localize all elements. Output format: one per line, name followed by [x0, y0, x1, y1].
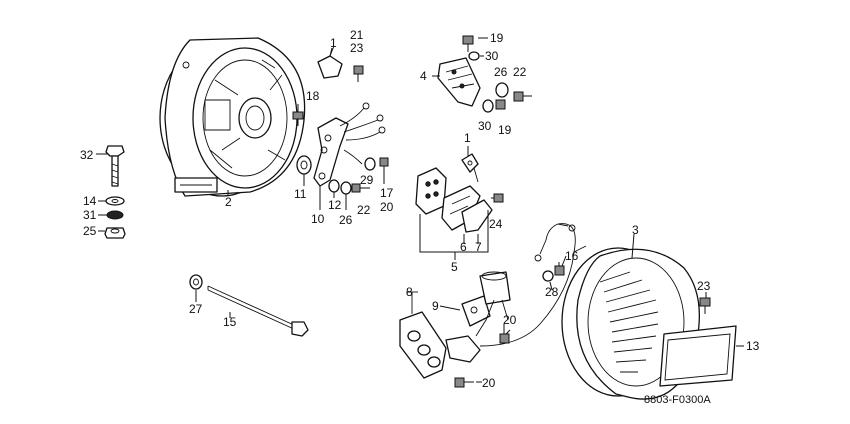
callout-3: 3 [632, 223, 639, 237]
bolt-part-20-bottom [454, 377, 474, 388]
callout-6: 6 [460, 240, 467, 254]
clip-part-1-top [317, 45, 364, 82]
callout-9: 9 [432, 299, 439, 313]
bolt-part-23-right [699, 297, 711, 314]
callout-16: 16 [565, 249, 579, 263]
callout-1-mid: 1 [464, 131, 471, 145]
bolt-part-20-mid [499, 324, 510, 344]
callout-15: 15 [223, 315, 237, 329]
callout-32: 32 [80, 148, 94, 162]
clip-part-1-mid [461, 153, 479, 173]
nut-part-25 [104, 227, 126, 239]
callout-27: 27 [189, 302, 203, 316]
callout-13: 13 [746, 339, 760, 353]
bolt-part-32 [105, 145, 125, 187]
callout-7: 7 [475, 240, 482, 254]
washers-12-26-screw-22 [328, 157, 389, 195]
callout-17: 17 [380, 186, 394, 200]
diagram-code: 8803-F0300A [644, 394, 711, 406]
callout-labels: 1 21 23 18 32 14 31 25 2 11 10 12 26 22 … [80, 28, 760, 390]
callout-22-right: 22 [513, 65, 527, 79]
washer-part-11 [296, 155, 312, 175]
callout-29: 29 [360, 173, 374, 187]
callout-8: 8 [406, 285, 413, 299]
callout-26-left: 26 [339, 213, 353, 227]
bracket-group-5-6-7 [419, 210, 489, 260]
callout-10: 10 [311, 212, 325, 226]
callout-5: 5 [451, 260, 458, 274]
callout-20-mid: 20 [503, 313, 517, 327]
callout-14: 14 [83, 194, 97, 208]
bolt-part-18 [292, 104, 304, 126]
callout-26-right: 26 [494, 65, 508, 79]
callout-20-bottom: 20 [482, 376, 496, 390]
callout-23-top: 23 [350, 41, 364, 55]
callout-18: 18 [306, 89, 320, 103]
screw-part-19-bottom [482, 99, 506, 113]
callout-2: 2 [225, 195, 232, 209]
outlet-box-part-8 [399, 291, 447, 379]
housing-part-2 [159, 37, 306, 197]
callout-1-top: 1 [330, 36, 337, 50]
capacitor-part-9 [445, 271, 511, 363]
leader-lines [96, 37, 744, 383]
screw-part-19-top [462, 35, 480, 61]
callout-20-top: 20 [380, 200, 394, 214]
callout-19-top: 19 [490, 31, 504, 45]
callout-23-right: 23 [697, 279, 711, 293]
bolt-part-16-28 [542, 262, 565, 282]
callout-24: 24 [489, 217, 503, 231]
wire-harness [479, 223, 587, 347]
screw-part-22-right [495, 82, 532, 102]
receptacle-assembly-part-5 [415, 167, 504, 233]
callout-30-bottom: 30 [478, 119, 492, 133]
callout-11: 11 [294, 187, 307, 201]
callout-30-top: 30 [485, 49, 499, 63]
tie-rod-part-15 [207, 285, 309, 337]
callout-19-bottom: 19 [498, 123, 512, 137]
lockwasher-part-31 [106, 210, 124, 220]
callout-22-left: 22 [357, 203, 371, 217]
callout-12: 12 [328, 198, 342, 212]
callout-4: 4 [420, 69, 427, 83]
brush-bracket-part-10 [313, 102, 386, 187]
outlet-cover-part-4 [437, 57, 481, 107]
washer-part-14 [105, 196, 125, 206]
label-plate-part-13 [659, 325, 737, 387]
callout-21: 21 [350, 28, 364, 42]
callout-31: 31 [83, 208, 97, 222]
callout-25: 25 [83, 224, 97, 238]
callout-28: 28 [545, 285, 559, 299]
washer-part-27 [189, 274, 203, 290]
